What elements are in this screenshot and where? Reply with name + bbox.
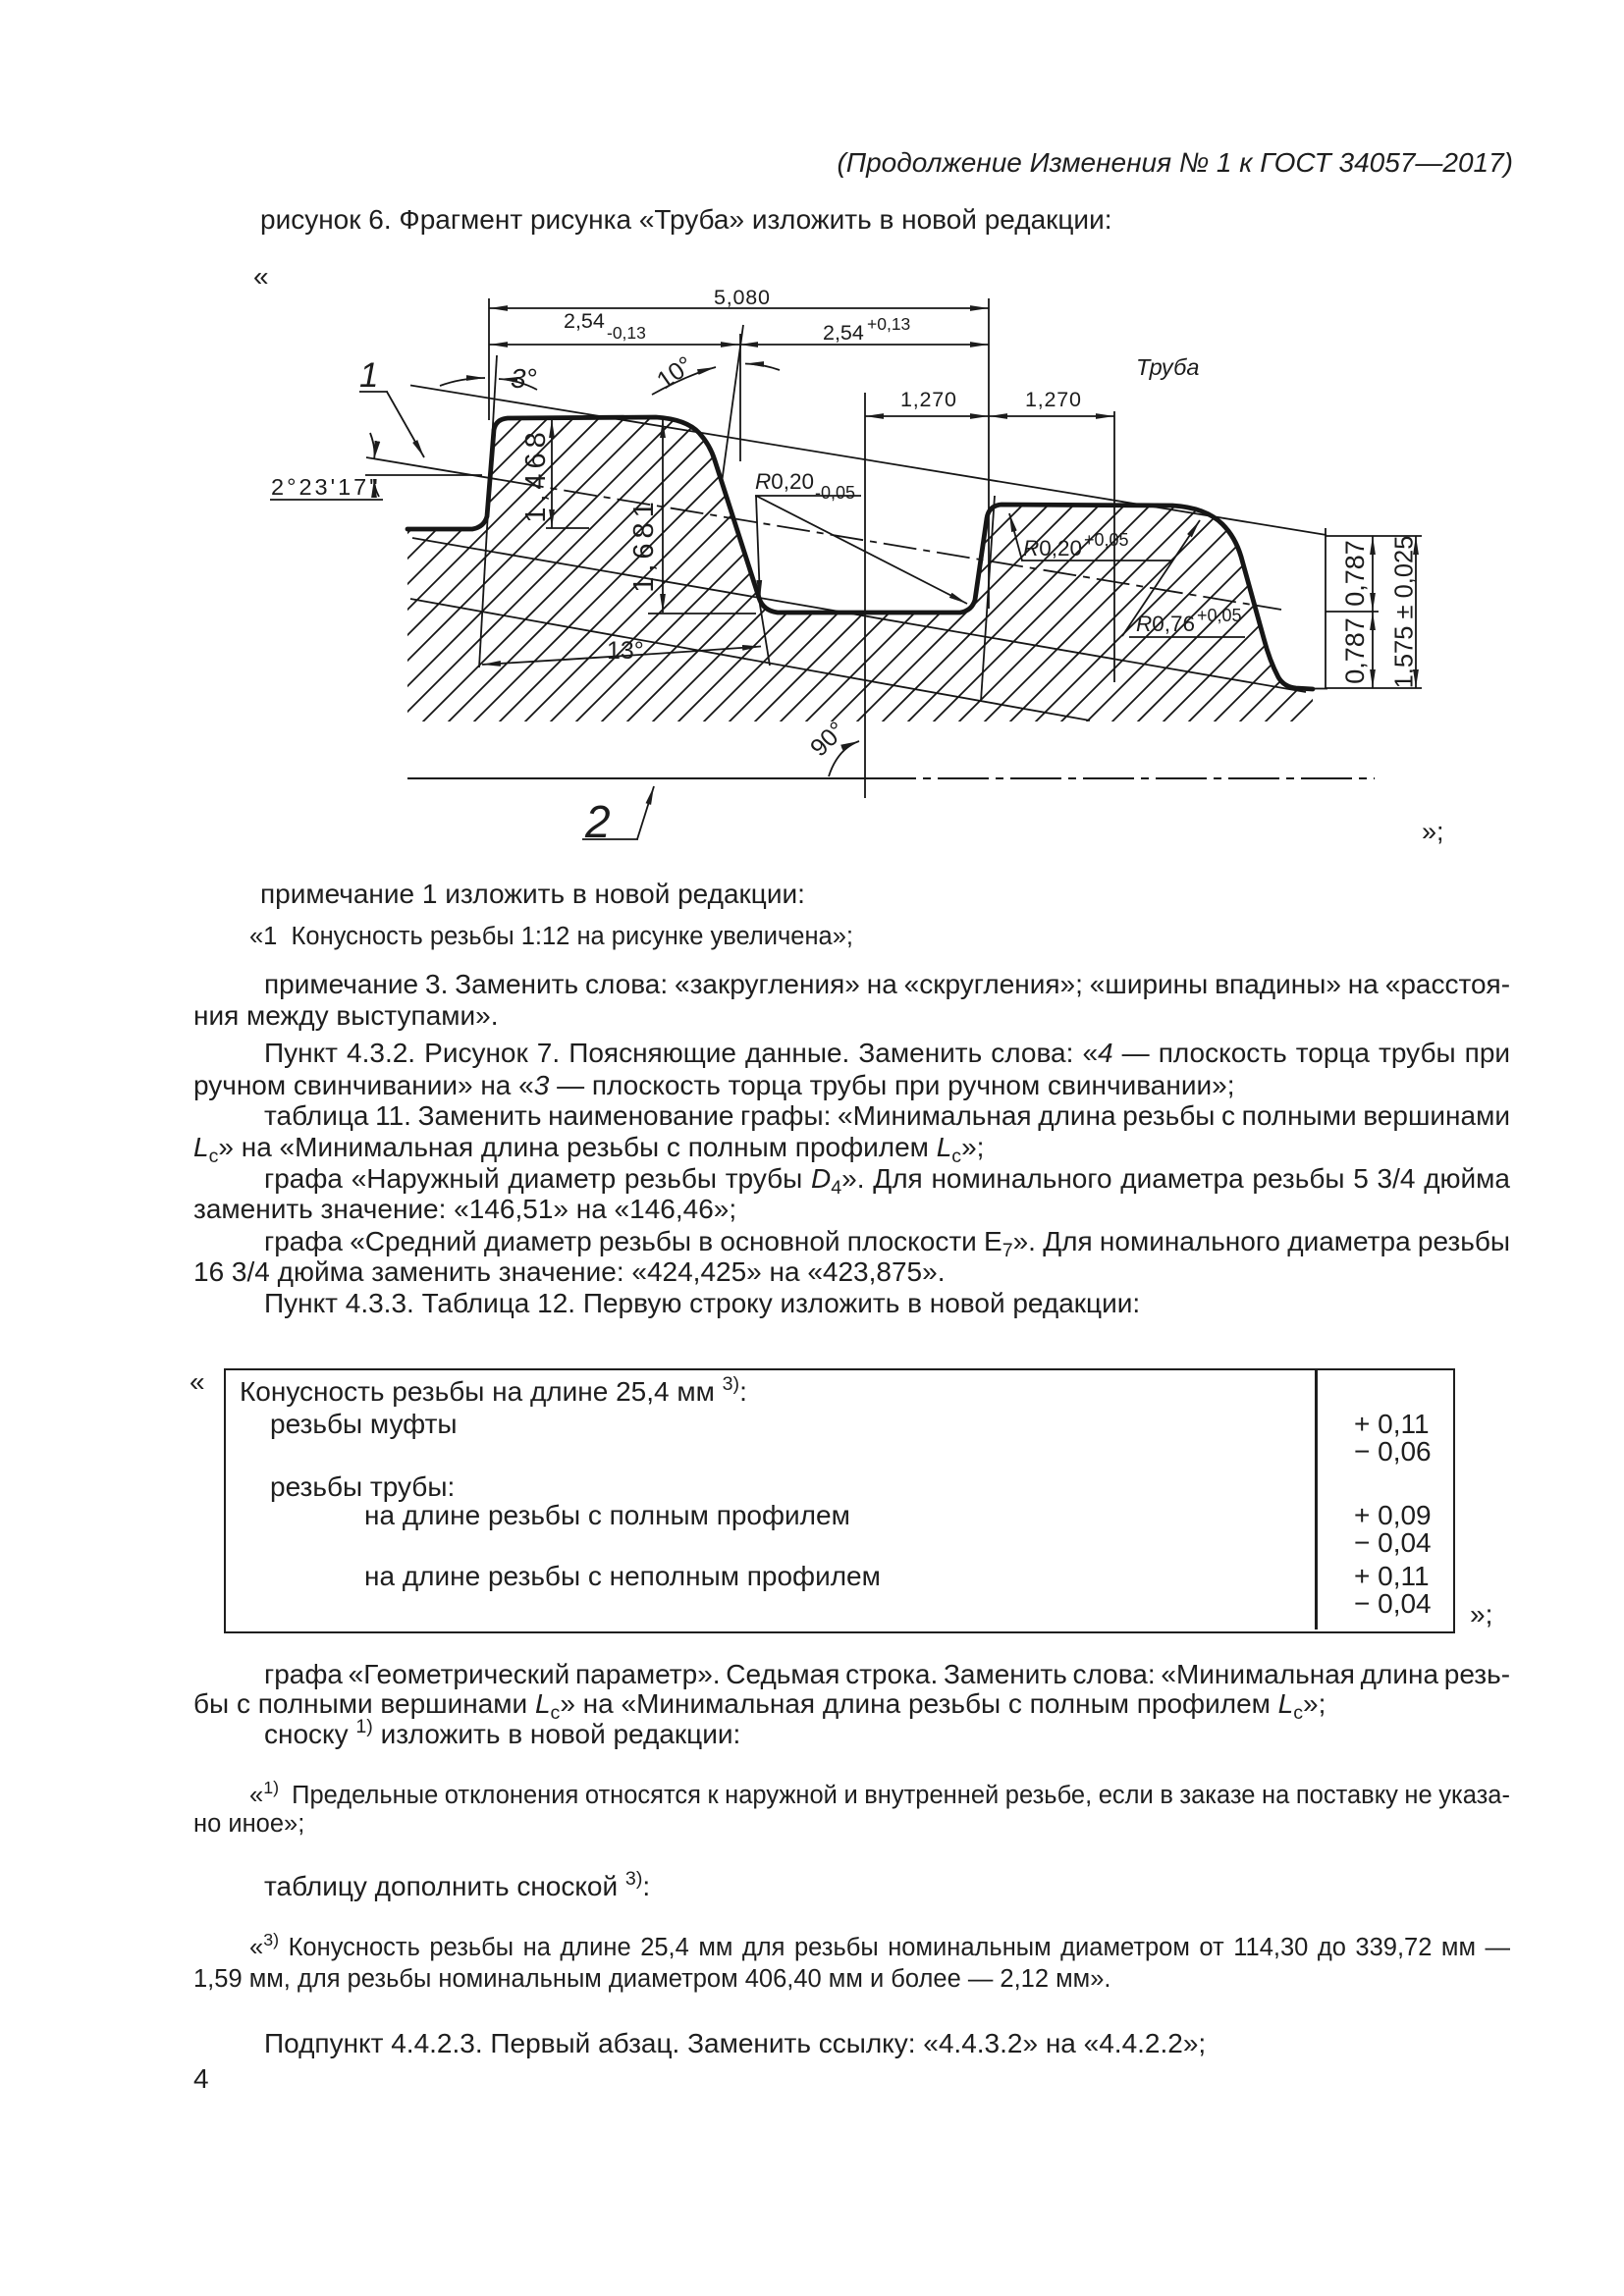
svg-text:1,270: 1,270 — [1025, 388, 1082, 411]
svg-text:0,787: 0,787 — [1340, 540, 1370, 607]
svg-text:1,270: 1,270 — [900, 388, 957, 411]
svg-text:1: 1 — [359, 356, 378, 395]
svg-text:R0,20: R0,20 — [755, 469, 814, 494]
svg-text:2°23'17": 2°23'17" — [271, 474, 381, 500]
svg-text:0,787: 0,787 — [1340, 617, 1370, 684]
svg-text:Труба: Труба — [1136, 354, 1199, 380]
svg-text:2,54: 2,54 — [823, 321, 864, 345]
svg-text:R0,76: R0,76 — [1136, 612, 1195, 636]
svg-text:R0,20: R0,20 — [1023, 536, 1082, 561]
svg-text:13°: 13° — [607, 637, 644, 665]
svg-text:-0,13: -0,13 — [607, 323, 646, 343]
svg-text:1,468: 1,468 — [520, 427, 552, 523]
svg-text:2,54: 2,54 — [564, 309, 605, 333]
svg-text:2: 2 — [584, 796, 611, 847]
svg-text:5,080: 5,080 — [714, 286, 771, 309]
svg-text:+0,05: +0,05 — [1197, 606, 1242, 625]
svg-text:-0,05: -0,05 — [815, 483, 855, 503]
svg-text:+0,05: +0,05 — [1084, 530, 1129, 550]
svg-text:3°: 3° — [511, 363, 537, 394]
svg-text:90°: 90° — [805, 717, 851, 762]
svg-text:10°: 10° — [652, 351, 698, 396]
svg-text:+0,13: +0,13 — [867, 314, 910, 334]
svg-text:1,575 ± 0,025: 1,575 ± 0,025 — [1391, 536, 1419, 689]
svg-text:»;: »; — [1422, 817, 1444, 846]
svg-text:1,681: 1,681 — [628, 497, 660, 593]
